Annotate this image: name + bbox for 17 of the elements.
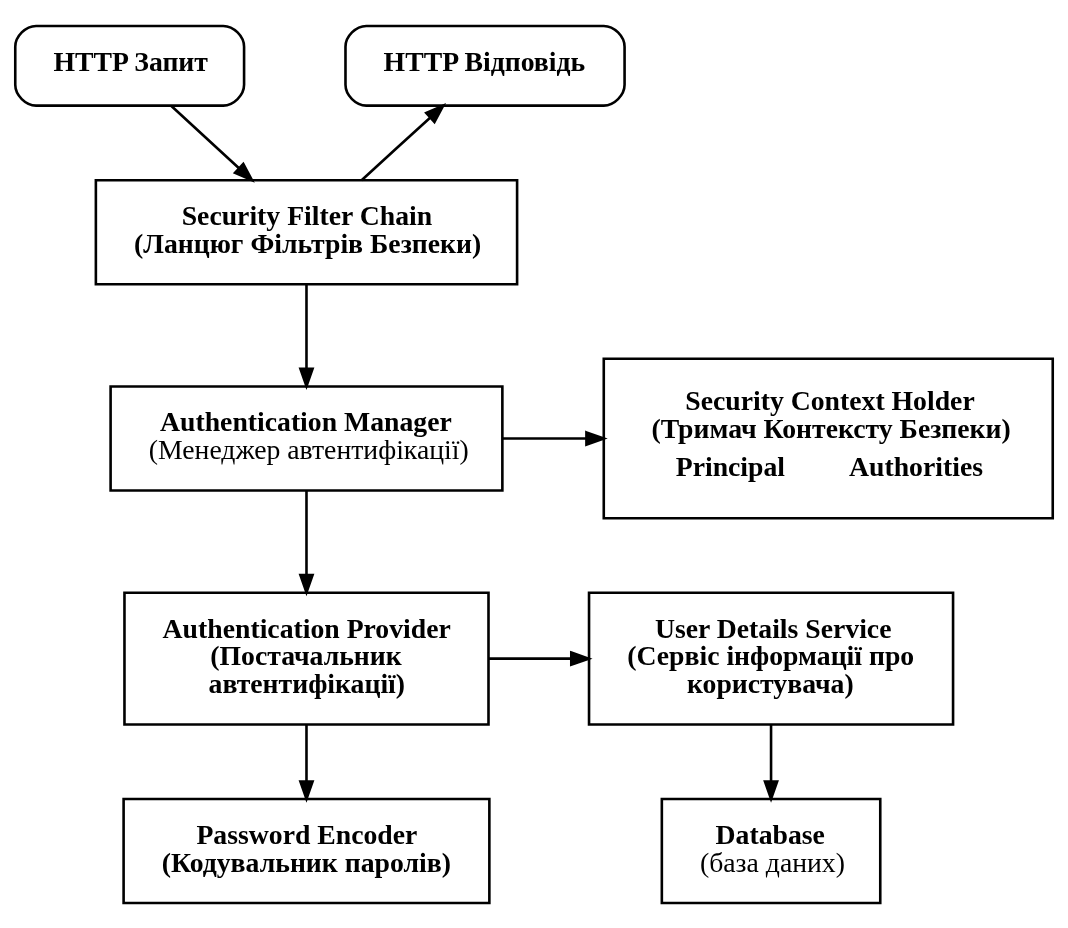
arrow (360, 102, 447, 181)
arrow (488, 650, 593, 667)
node-box: Security Filter Chain (Ланцюг Фільтрів Безпеки) (94, 178, 519, 286)
node-box: HTTP Запит (13, 24, 246, 107)
arrow (298, 490, 315, 596)
arrow (763, 724, 779, 803)
arrow (502, 430, 608, 446)
arrow (170, 104, 255, 183)
node-box: Authentication Manager (Менеджер автентифікації) (109, 384, 504, 492)
node-box: Password Encoder (Кодувальник паролів) (122, 797, 491, 904)
node-box: Authentication Provider (Постачальник автентифікації) (123, 591, 490, 726)
node-box: Database (база даних) (660, 797, 882, 904)
node-box: User Details Service (Сервіс інформації про користувача) (587, 591, 955, 726)
arrow (298, 284, 315, 390)
node-box: Security Context Holder (Тримач Контексту Безпеки) Principal Authorities (602, 356, 1055, 520)
node-box: HTTP Відповідь (344, 24, 626, 107)
arrow (298, 724, 315, 803)
